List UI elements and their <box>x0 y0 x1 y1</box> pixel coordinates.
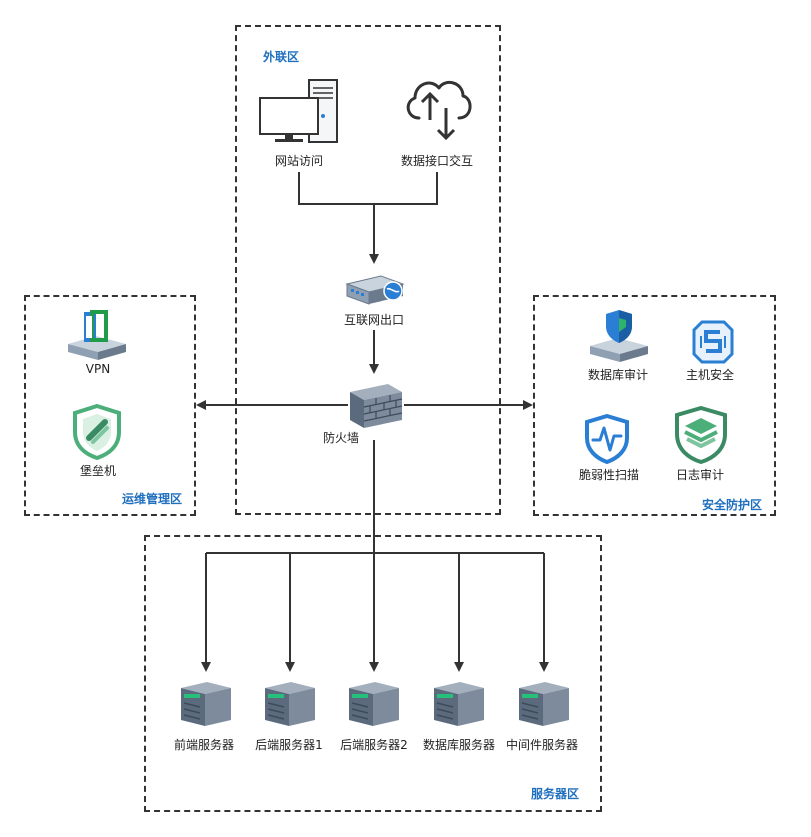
zone-servers-title: 服务器区 <box>531 787 580 801</box>
web-access-label: 网站访问 <box>274 154 324 168</box>
server-label: 后端服务器1 <box>255 738 323 752</box>
vpn-label: VPN <box>85 362 111 376</box>
db-audit-shield-icon <box>590 310 648 362</box>
log-audit-label: 日志审计 <box>675 468 725 482</box>
server-label: 中间件服务器 <box>505 738 579 752</box>
zone-external <box>235 25 501 515</box>
desktop-computer-icon <box>259 79 338 143</box>
host-security-icon <box>692 320 734 364</box>
server-icon <box>519 682 569 726</box>
server-icon <box>434 682 484 726</box>
router-icon <box>345 275 405 305</box>
server-label: 前端服务器 <box>173 738 235 752</box>
internet-exit-label: 互联网出口 <box>343 313 405 327</box>
log-audit-shield-icon <box>675 406 727 464</box>
server-icon <box>349 682 399 726</box>
bastion-shield-icon <box>73 404 121 460</box>
firewall-label: 防火墙 <box>322 431 360 445</box>
zone-ops-title: 运维管理区 <box>122 492 183 506</box>
line-data-to-exit <box>374 172 438 205</box>
db-audit-label: 数据库审计 <box>587 368 649 382</box>
zone-ops <box>24 295 196 516</box>
server-label: 后端服务器2 <box>340 738 408 752</box>
bastion-label: 堡垒机 <box>79 464 117 478</box>
server-icon <box>181 682 231 726</box>
data-exchange-label: 数据接口交互 <box>400 154 474 168</box>
host-security-label: 主机安全 <box>685 368 735 382</box>
zone-external-title: 外联区 <box>263 50 300 64</box>
server-label: 数据库服务器 <box>422 738 496 752</box>
firewall-icon <box>350 384 403 428</box>
cloud-upload-download-icon <box>406 80 472 141</box>
vuln-scan-label: 脆弱性扫描 <box>578 468 640 482</box>
vuln-scan-shield-icon <box>585 414 629 464</box>
vpn-appliance-icon <box>68 310 126 360</box>
line-web-to-exit <box>298 172 374 205</box>
zone-security-title: 安全防护区 <box>702 498 763 512</box>
server-icon <box>265 682 315 726</box>
zone-security <box>533 295 776 516</box>
